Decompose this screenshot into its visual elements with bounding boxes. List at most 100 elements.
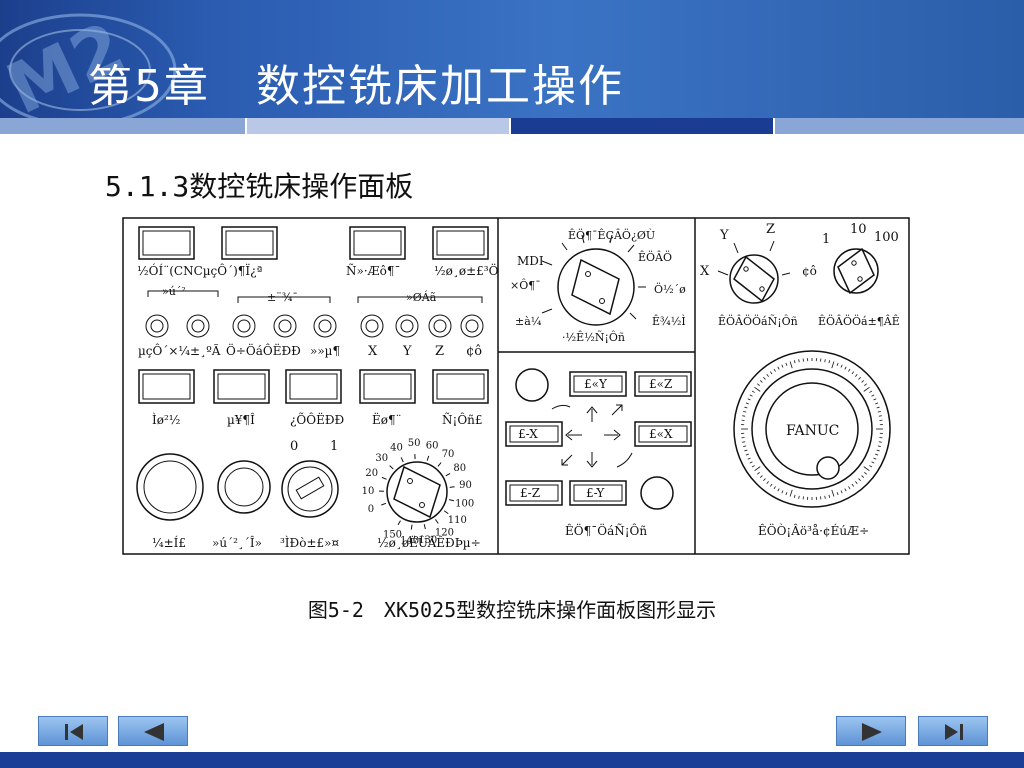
handwheel-tick bbox=[840, 490, 843, 494]
cnc-power-label: ½ÓÍ¨(CNCµçÔ´)¶Ï¿ª bbox=[137, 262, 263, 278]
emergency-stop-button[interactable] bbox=[136, 453, 204, 521]
handwheel-tick bbox=[855, 481, 858, 484]
handwheel-tick bbox=[858, 478, 861, 482]
mult-10-label: 10 bbox=[850, 222, 867, 237]
mode-select-label: ·½Ê½Ñ¡Ôñ bbox=[562, 330, 625, 344]
mode-selector-ticks bbox=[541, 234, 646, 320]
override-tick-label: 20 bbox=[365, 468, 378, 479]
handwheel-tick bbox=[864, 472, 867, 475]
nav-first-button[interactable] bbox=[38, 716, 108, 746]
handwheel-tick bbox=[875, 402, 879, 405]
handwheel-tick bbox=[861, 475, 865, 478]
handwheel-axis-selector-knob[interactable] bbox=[717, 240, 791, 304]
triangle-right-icon bbox=[862, 723, 882, 741]
jog-axis-select-label: ÊÖ¶¯ÖáÑ¡Ôñ bbox=[565, 522, 647, 538]
override-tick-label: 30 bbox=[375, 453, 388, 464]
mode-selector-knob[interactable] bbox=[557, 248, 635, 326]
handwheel-tick bbox=[743, 445, 747, 448]
power-ready-label: µçÔ´×¼±¸ºÃ bbox=[138, 342, 221, 358]
override-tick-label: 90 bbox=[459, 480, 472, 491]
override-tick bbox=[437, 462, 442, 467]
machine-reset-button[interactable] bbox=[217, 460, 271, 514]
handwheel-tick bbox=[769, 371, 773, 375]
handwheel-tick bbox=[742, 415, 746, 417]
mode-handwheel-label: ÊÖÂÖ bbox=[638, 250, 672, 264]
home-z-label: Z bbox=[435, 344, 444, 359]
cycle-start-button[interactable] bbox=[349, 226, 406, 260]
override-tick-label: 130 bbox=[418, 535, 437, 546]
override-tick-label: 40 bbox=[390, 442, 403, 453]
handwheel-tick bbox=[766, 481, 769, 484]
handwheel-tick bbox=[751, 465, 755, 468]
override-tick bbox=[389, 465, 394, 470]
feed-hold-button[interactable] bbox=[432, 226, 489, 260]
handwheel-tick bbox=[754, 466, 761, 472]
jog-button-plus-y[interactable] bbox=[569, 371, 627, 397]
function-buttons[interactable] bbox=[138, 369, 489, 404]
handwheel-tick bbox=[828, 494, 831, 498]
handwheel-tick bbox=[766, 374, 769, 377]
jog-button-minus-z[interactable] bbox=[505, 480, 563, 506]
handwheel-crank-knob[interactable] bbox=[816, 456, 840, 480]
jog-minus-z-label: £-Z bbox=[520, 486, 540, 500]
triangle-left-icon bbox=[144, 723, 164, 741]
jog-button-plus-x[interactable] bbox=[634, 421, 692, 447]
feed-override-dial[interactable] bbox=[386, 461, 448, 523]
select-label: Ñ¡Ôñ£ bbox=[442, 411, 483, 427]
handwheel-multiplier-knob[interactable] bbox=[833, 247, 879, 295]
handwheel-tick bbox=[744, 449, 748, 452]
handwheel-tick bbox=[869, 465, 873, 468]
handwheel-tick bbox=[785, 492, 788, 496]
nav-last-button[interactable] bbox=[918, 716, 988, 746]
skip-forward-icon bbox=[945, 724, 963, 740]
override-tick-label: 140 bbox=[400, 535, 419, 546]
home-y-label: Y bbox=[402, 344, 412, 359]
jog-button-minus-x[interactable] bbox=[505, 421, 563, 447]
program-protect-label: ³ÌÐò±£»¤ bbox=[280, 535, 339, 550]
nav-prev-button[interactable] bbox=[118, 716, 188, 746]
handwheel-tick bbox=[878, 441, 882, 443]
handwheel-tick bbox=[759, 380, 763, 383]
control-panel-diagram: ½ÓÍ¨(CNCµçÔ´)¶Ï¿ª Ñ­»·Æô¶¯ ½ø¸ø±£³Ö »ú´²… bbox=[122, 217, 910, 555]
override-tick bbox=[397, 520, 401, 526]
page-title: 第5章 数控铣床加工操作 bbox=[88, 61, 624, 112]
handwheel-tick bbox=[844, 488, 847, 492]
home-group-label: »ØÁã bbox=[406, 290, 437, 304]
handwheel-brand: FANUC bbox=[786, 423, 839, 439]
override-tick bbox=[449, 486, 455, 488]
handwheel-tick bbox=[855, 374, 858, 377]
handwheel-tick bbox=[848, 486, 851, 490]
override-tick bbox=[426, 455, 430, 461]
handwheel-tick bbox=[763, 478, 766, 482]
handwheel-tick bbox=[840, 364, 843, 368]
handwheel-tick bbox=[848, 368, 851, 372]
handwheel-tick bbox=[836, 362, 839, 366]
jog-button-plus-z[interactable] bbox=[634, 371, 692, 397]
handwheel-tick bbox=[858, 376, 861, 380]
mult-100-label: 100 bbox=[874, 230, 899, 245]
handwheel-tick bbox=[793, 360, 796, 364]
override-tick-label: 60 bbox=[426, 440, 439, 451]
handwheel-tick bbox=[749, 394, 753, 397]
handwheel-tick bbox=[831, 361, 835, 369]
handwheel-scale bbox=[741, 358, 883, 500]
handwheel-tick bbox=[745, 453, 749, 456]
machine-group-label: »ú´² bbox=[162, 285, 186, 298]
handwheel-tick bbox=[863, 466, 870, 472]
override-tick bbox=[410, 524, 413, 530]
jog-aux-button-bottom[interactable] bbox=[640, 476, 674, 510]
jog-button-minus-y[interactable] bbox=[569, 480, 627, 506]
handwheel-tick bbox=[831, 489, 835, 497]
jog-aux-button-top[interactable] bbox=[515, 368, 549, 402]
handwheel-tick bbox=[773, 486, 776, 490]
mult-1-label: 1 bbox=[822, 232, 830, 247]
handwheel-tick bbox=[798, 495, 800, 499]
manual-pulse-handwheel[interactable] bbox=[733, 350, 891, 508]
handwheel-tick bbox=[777, 366, 780, 370]
handwheel-tick bbox=[785, 362, 788, 366]
cnc-power-switches[interactable] bbox=[138, 226, 278, 260]
nav-next-button[interactable] bbox=[836, 716, 906, 746]
tool-change-label: »»µ¶ bbox=[310, 344, 340, 358]
program-protect-key-switch[interactable] bbox=[281, 460, 339, 518]
override-tick-label: 110 bbox=[448, 515, 467, 526]
